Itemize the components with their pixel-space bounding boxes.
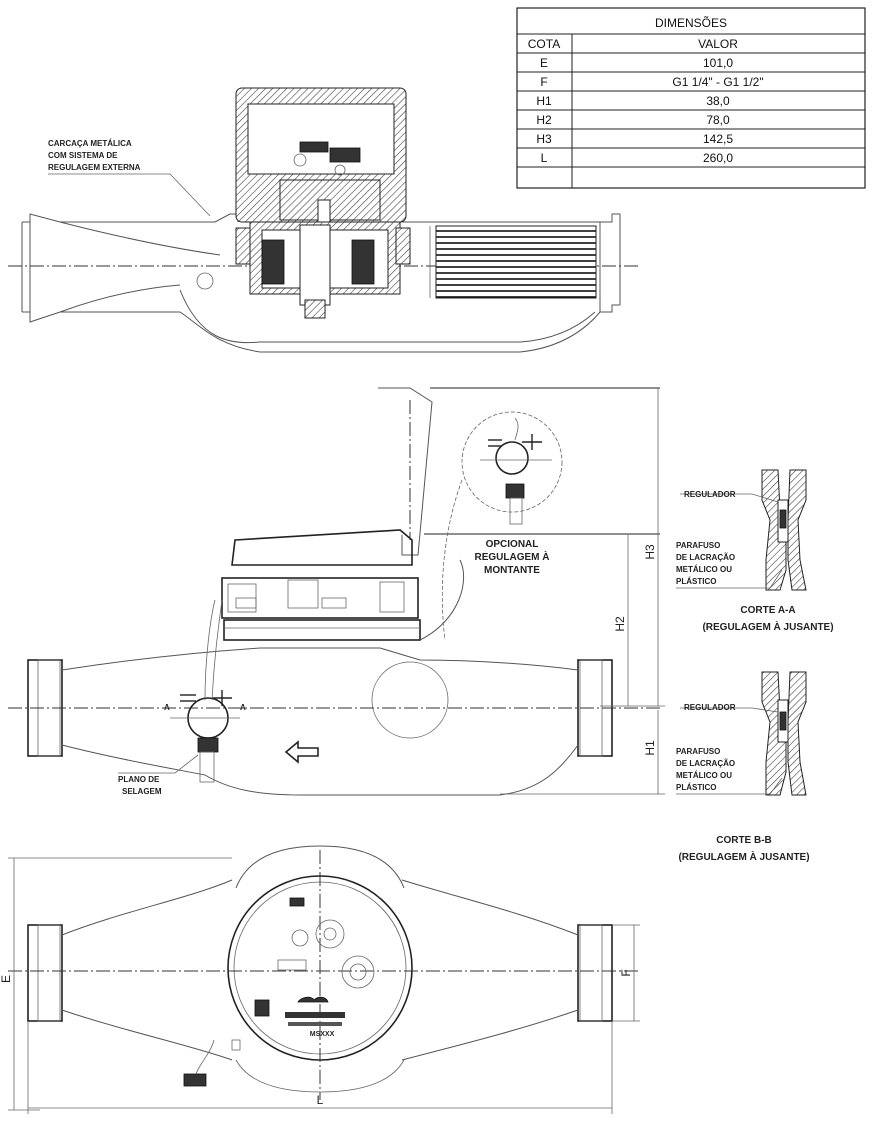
label-regulador-a: REGULADOR bbox=[684, 490, 736, 499]
pipe-bottom-contour bbox=[22, 304, 620, 353]
brand-logo-mark bbox=[297, 996, 329, 1003]
register-ring bbox=[223, 619, 421, 641]
carcaca-leader bbox=[48, 173, 211, 217]
dimensions-table: DIMENSÕES COTA VALOR E 101,0 F G1 1/4" -… bbox=[516, 7, 866, 189]
section-mark-a: A bbox=[164, 703, 170, 712]
label-carcaca: CARCAÇA METÁLICA bbox=[48, 139, 132, 148]
dial-model-text: MSXXX bbox=[310, 1031, 335, 1038]
body-top bbox=[61, 647, 579, 671]
pipe-top-contour bbox=[22, 213, 239, 223]
label-opcional: OPCIONAL bbox=[486, 539, 539, 550]
plan-seal bbox=[183, 1073, 207, 1087]
optional-neck bbox=[419, 559, 465, 641]
label-parafuso-b: PLÁSTICO bbox=[676, 783, 716, 792]
register-body bbox=[221, 577, 419, 619]
seal-wire bbox=[204, 599, 216, 701]
dim-h2: H2 bbox=[613, 616, 627, 632]
pipe-lower-wall bbox=[179, 289, 596, 344]
register-lid bbox=[231, 529, 413, 566]
pipe-left-end bbox=[21, 222, 31, 312]
table-cell-cota: L bbox=[541, 151, 548, 165]
dim-e: E bbox=[0, 975, 13, 983]
plan-body-bottom bbox=[61, 1009, 579, 1061]
cross-section-view: CARCAÇA METÁLICA COM SISTEMA DE REGULAGE… bbox=[8, 87, 640, 353]
table-cell-cota: H2 bbox=[536, 113, 552, 127]
side-elevation-view: A A PLANO DE SELAGEM OPCIONAL REGULAGEM … bbox=[8, 387, 665, 796]
pipe-right-end bbox=[599, 213, 621, 312]
label-opcional: REGULAGEM À bbox=[475, 550, 550, 563]
plan-body-top bbox=[61, 879, 579, 936]
section-a-body bbox=[761, 469, 787, 591]
label-parafuso-b: PARAFUSO bbox=[676, 747, 720, 756]
label-parafuso-a: PARAFUSO bbox=[676, 541, 720, 550]
table-cell-valor: G1 1/4" - G1 1/2" bbox=[672, 75, 763, 89]
body-bottom bbox=[61, 744, 579, 796]
dial-gear bbox=[315, 919, 345, 949]
label-regulador-b: REGULADOR bbox=[684, 703, 736, 712]
table-header-valor: VALOR bbox=[698, 37, 738, 51]
label-parafuso-b: DE LACRAÇÃO bbox=[676, 759, 735, 768]
plan-right-thread bbox=[577, 924, 613, 1022]
table-cell-valor: 38,0 bbox=[706, 94, 730, 108]
table-cell-cota: F bbox=[540, 75, 547, 89]
label-parafuso-b: METÁLICO OU bbox=[676, 771, 732, 780]
label-parafuso-a: METÁLICO OU bbox=[676, 565, 732, 574]
flow-direction-arrow bbox=[284, 740, 319, 764]
dim-h1: H1 bbox=[643, 740, 657, 756]
optional-boss bbox=[371, 661, 449, 739]
optional-detail-circle bbox=[461, 411, 563, 513]
table-title: DIMENSÕES bbox=[655, 15, 727, 30]
strainer-filter bbox=[435, 225, 597, 299]
label-opcional: MONTANTE bbox=[484, 565, 540, 576]
plan-seal-wire bbox=[195, 1039, 215, 1076]
dim-h3: H3 bbox=[643, 544, 657, 560]
label-corte-a: (REGULAGEM À JUSANTE) bbox=[702, 620, 833, 633]
table-cell-valor: 78,0 bbox=[706, 113, 730, 127]
pipe-inner-contour bbox=[59, 221, 600, 313]
table-header-cota: COTA bbox=[528, 37, 560, 51]
dim-f: F bbox=[619, 969, 633, 976]
plan-view: MSXXX E F L bbox=[0, 845, 640, 1114]
bypass-hole bbox=[196, 272, 214, 290]
seal-screw bbox=[197, 737, 219, 753]
reg-a-leader bbox=[680, 493, 779, 503]
label-corte-b: (REGULAGEM À JUSANTE) bbox=[678, 850, 809, 863]
table-cell-cota: E bbox=[540, 56, 548, 70]
label-corte-a: CORTE A-A bbox=[740, 605, 795, 616]
label-parafuso-a: DE LACRAÇÃO bbox=[676, 553, 735, 562]
lid-raised bbox=[378, 387, 433, 556]
label-carcaca: COM SISTEMA DE bbox=[48, 151, 118, 160]
section-detail-b: REGULADOR PARAFUSO DE LACRAÇÃO METÁLICO … bbox=[676, 671, 810, 863]
section-mark-a: A bbox=[240, 703, 246, 712]
label-plano: SELAGEM bbox=[122, 787, 162, 796]
table-cell-valor: 142,5 bbox=[703, 132, 733, 146]
label-corte-b: CORTE B-B bbox=[716, 835, 772, 846]
label-plano: PLANO DE bbox=[118, 775, 160, 784]
table-cell-cota: H1 bbox=[536, 94, 552, 108]
plan-lid-top bbox=[235, 845, 405, 889]
label-carcaca: REGULAGEM EXTERNA bbox=[48, 163, 141, 172]
table-cell-cota: H3 bbox=[536, 132, 552, 146]
table-cell-valor: 260,0 bbox=[703, 151, 733, 165]
table-cell-valor: 101,0 bbox=[703, 56, 733, 70]
table-border bbox=[516, 7, 866, 189]
section-b-body bbox=[761, 671, 787, 796]
dial-star bbox=[341, 955, 375, 989]
plan-left-thread bbox=[27, 924, 63, 1022]
dim-l: L bbox=[317, 1093, 324, 1107]
plano-leader bbox=[118, 754, 199, 774]
label-parafuso-a: PLÁSTICO bbox=[676, 577, 716, 586]
section-detail-a: REGULADOR PARAFUSO DE LACRAÇÃO METÁLICO … bbox=[676, 469, 834, 633]
